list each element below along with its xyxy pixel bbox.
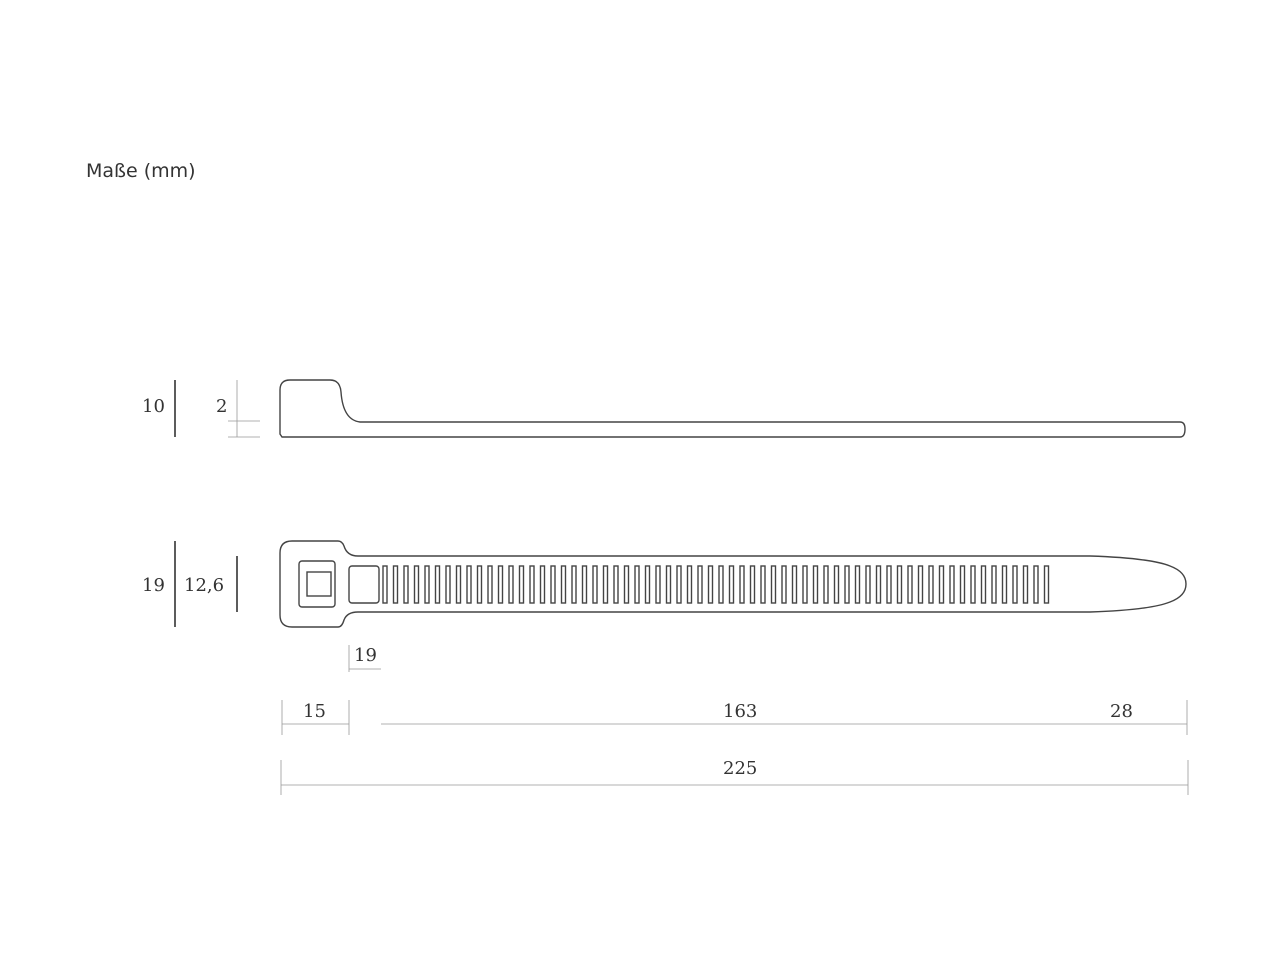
side-view: 10 2 [142, 379, 1186, 438]
tooth-slot [791, 565, 798, 604]
tooth-slot [382, 565, 388, 604]
tooth-slot [602, 565, 609, 604]
tooth-slot [949, 565, 955, 604]
tooth-slot [529, 565, 535, 604]
tooth-slot [550, 565, 556, 604]
tooth-slot [560, 565, 567, 604]
tooth-slot [1001, 565, 1008, 604]
dim-head-length: 15 [303, 701, 326, 722]
tooth-slot [686, 565, 693, 604]
tooth-slot [518, 565, 525, 604]
length-dimensions: 19 15 163 28 225 [280, 645, 1189, 795]
tooth-slot [1033, 565, 1039, 604]
tooth-slot [434, 565, 441, 604]
tooth-slot [802, 565, 808, 604]
tooth-slot [991, 565, 997, 604]
tooth-slot [980, 565, 987, 604]
tooth-slot [697, 565, 703, 604]
dim-tip-length: 28 [1110, 701, 1133, 722]
tooth-slot [875, 565, 882, 604]
tooth-slot [634, 565, 640, 604]
side-view-outline [279, 379, 1186, 438]
tooth-slot [644, 565, 651, 604]
tooth-slot [907, 565, 913, 604]
tooth-slot [455, 565, 462, 604]
dim-strap-thickness: 2 [216, 396, 227, 417]
tooth-slot [718, 565, 724, 604]
tooth-slot [844, 565, 850, 604]
pawl [306, 571, 332, 597]
top-view: 19 12,6 [142, 540, 1187, 628]
tooth-slot [865, 565, 871, 604]
tooth-slot [424, 565, 430, 604]
tooth-slot [676, 565, 682, 604]
tooth-slot [571, 565, 577, 604]
locking-head [298, 560, 336, 608]
dim-total-length: 225 [723, 758, 757, 779]
dim-strap-width: 12,6 [184, 575, 224, 596]
tooth-slot [403, 565, 409, 604]
tooth-slot [833, 565, 840, 604]
tooth-slot [539, 565, 546, 604]
tooth-slot [487, 565, 493, 604]
tooth-slot [938, 565, 945, 604]
tooth-slot [886, 565, 892, 604]
tooth-slot [854, 565, 861, 604]
tooth-slot [707, 565, 714, 604]
tooth-slot [1012, 565, 1018, 604]
tooth-slot [959, 565, 966, 604]
dim-teeth-length: 163 [723, 701, 757, 722]
dim-side-height: 10 [142, 396, 165, 417]
teeth [382, 565, 1050, 604]
tooth-slot [581, 565, 588, 604]
tooth-slot [665, 565, 672, 604]
tooth-slot [613, 565, 619, 604]
tooth-slot [508, 565, 514, 604]
tooth-slot [497, 565, 504, 604]
tooth-slot [413, 565, 420, 604]
dim-head-width: 19 [142, 575, 165, 596]
tooth-slot [749, 565, 756, 604]
tooth-slot [760, 565, 766, 604]
tooth-slot [445, 565, 451, 604]
tooth-slot [917, 565, 924, 604]
first-slot [348, 565, 380, 604]
tooth-slot [739, 565, 745, 604]
tooth-slot [812, 565, 819, 604]
tooth-slot [896, 565, 903, 604]
tooth-slot [823, 565, 829, 604]
tooth-slot [781, 565, 787, 604]
tooth-slot [1022, 565, 1029, 604]
tooth-slot [728, 565, 735, 604]
tooth-slot [623, 565, 630, 604]
tooth-slot [392, 565, 399, 604]
tooth-slot [476, 565, 483, 604]
tooth-slot [592, 565, 598, 604]
tooth-slot [466, 565, 472, 604]
tooth-slot [1043, 565, 1050, 604]
tooth-slot [655, 565, 661, 604]
tooth-slot [770, 565, 777, 604]
dim-head-to-teeth: 19 [354, 645, 377, 666]
tooth-slot [928, 565, 934, 604]
top-view-outline [279, 540, 1187, 628]
tooth-slot [970, 565, 976, 604]
diagram-title: Maße (mm) [86, 160, 196, 182]
